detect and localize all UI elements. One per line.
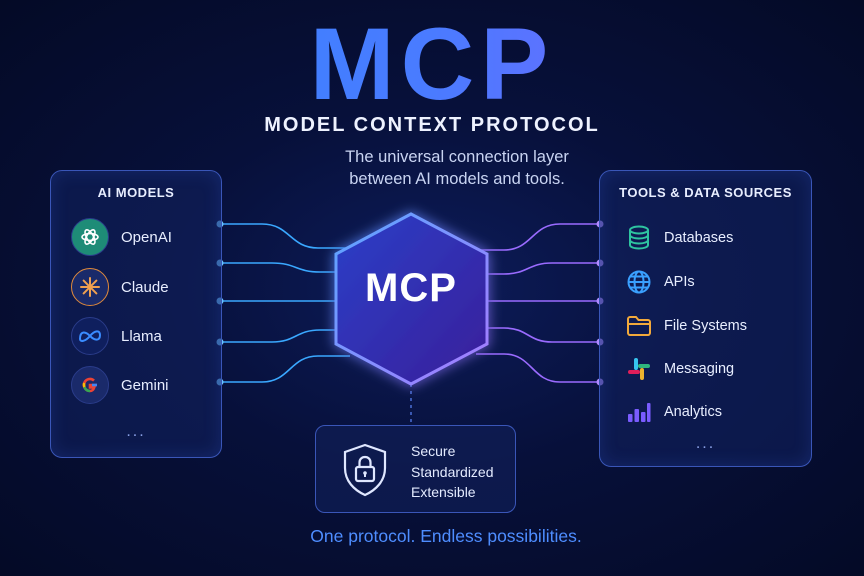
left-connectors <box>220 223 350 383</box>
feature-standardized: Standardized <box>411 463 494 480</box>
model-item-openai[interactable]: OpenAI <box>71 217 172 257</box>
left-connector-5 <box>220 355 350 383</box>
tools-more[interactable]: ... <box>695 435 716 452</box>
tagline-line-1: The universal connection layer <box>345 148 569 166</box>
model-label-llama: Llama <box>121 327 162 345</box>
tagline-line-2: between AI models and tools. <box>349 170 565 188</box>
left-connector-4 <box>220 329 345 343</box>
tool-item-messaging[interactable]: Messaging <box>626 354 734 384</box>
slack-icon <box>626 356 652 382</box>
shield-lock-icon <box>343 443 387 497</box>
database-icon <box>626 225 652 251</box>
model-item-llama[interactable]: Llama <box>71 316 162 356</box>
mcp-hub-hexagon <box>334 212 489 386</box>
meta-icon <box>71 317 109 355</box>
tool-label-analytics: Analytics <box>664 404 723 420</box>
right-connector-1 <box>476 223 600 251</box>
left-connector-2 <box>220 262 345 273</box>
openai-icon <box>71 218 109 256</box>
tools-panel: TOOLS & DATA SOURCES Databases <box>599 170 812 467</box>
features-box: Secure Standardized Extensible <box>315 425 516 513</box>
right-connector-4 <box>480 327 600 343</box>
tools-title: TOOLS & DATA SOURCES <box>619 185 792 200</box>
folder-icon <box>626 313 652 339</box>
page-subtitle: MODEL CONTEXT PROTOCOL <box>264 114 600 136</box>
bar-chart-icon <box>626 399 652 425</box>
right-connector-5 <box>476 353 600 383</box>
model-label-claude: Claude <box>121 278 169 296</box>
ai-models-panel: AI MODELS OpenAI Claude <box>50 170 222 458</box>
features-list: Secure Standardized Extensible <box>411 441 494 503</box>
footer-slogan: One protocol. Endless possibilities. <box>310 526 582 546</box>
ai-models-title: AI MODELS <box>97 185 175 200</box>
model-label-openai: OpenAI <box>121 228 172 246</box>
feature-extensible: Extensible <box>411 484 476 500</box>
tool-item-analytics[interactable]: Analytics <box>626 397 722 427</box>
tool-item-file-systems[interactable]: File Systems <box>626 311 747 341</box>
google-icon <box>71 366 109 404</box>
tagline: The universal connection layer between A… <box>0 146 864 190</box>
feature-secure: Secure <box>411 443 456 459</box>
claude-icon <box>71 268 109 306</box>
page-title: MCP <box>0 8 864 120</box>
right-connectors <box>476 223 600 383</box>
tool-item-apis[interactable]: APIs <box>626 267 695 297</box>
tool-item-databases[interactable]: Databases <box>626 223 733 253</box>
tool-label-apis: APIs <box>664 274 695 290</box>
left-connector-1 <box>220 223 350 249</box>
model-item-gemini[interactable]: Gemini <box>71 365 169 405</box>
tool-label-messaging: Messaging <box>664 361 735 377</box>
ai-models-more[interactable]: ... <box>126 423 146 440</box>
hub-label: MCP <box>365 266 457 310</box>
model-item-claude[interactable]: Claude <box>71 267 169 307</box>
tool-label-databases: Databases <box>664 230 734 246</box>
globe-icon <box>626 269 652 295</box>
model-label-gemini: Gemini <box>121 376 169 394</box>
tool-label-file-systems: File Systems <box>664 318 747 334</box>
right-connector-2 <box>480 262 600 275</box>
